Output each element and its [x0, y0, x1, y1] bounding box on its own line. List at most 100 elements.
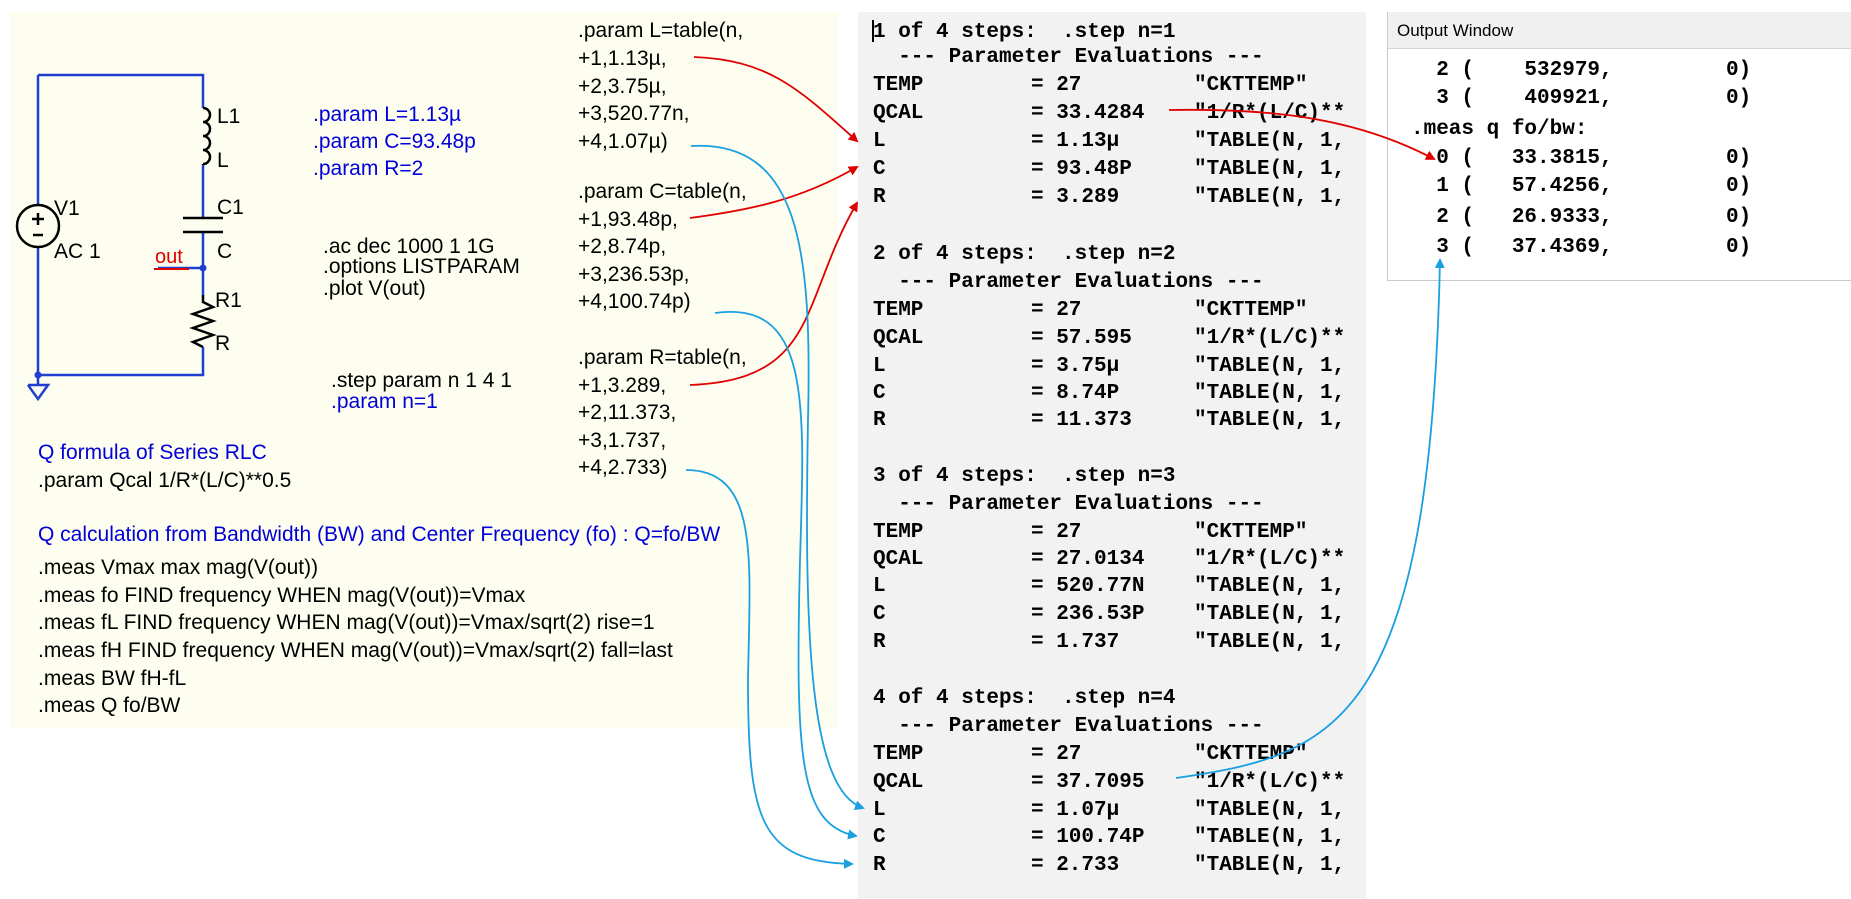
- output-line: 2 ( 26.9333, 0): [1411, 206, 1752, 229]
- step-subheader: --- Parameter Evaluations ---: [873, 46, 1264, 69]
- table-c-line: +3,236.53p,: [578, 263, 690, 286]
- param-l-directive[interactable]: .param L=1.13µ: [313, 103, 462, 126]
- param-name: R: [873, 186, 886, 209]
- output-window-titlebar[interactable]: Output Window: [1388, 12, 1851, 49]
- param-expr: "TABLE(N, 1,: [1194, 575, 1346, 598]
- q-calc-comment[interactable]: Q calculation from Bandwidth (BW) and Ce…: [38, 523, 721, 546]
- param-value: = 11.373: [1031, 409, 1132, 432]
- param-name: C: [873, 826, 886, 849]
- table-l-line: +2,3.75µ,: [578, 75, 667, 98]
- step-header: 1 of 4 steps: .step n=1: [873, 21, 1176, 44]
- table-r-line: .param R=table(n,: [578, 346, 747, 369]
- plot-directive[interactable]: .plot V(out): [323, 277, 426, 300]
- step-subheader: --- Parameter Evaluations ---: [873, 493, 1264, 516]
- param-expr: "TABLE(N, 1,: [1194, 799, 1346, 822]
- net-label-out: out: [155, 246, 183, 268]
- q-formula-comment[interactable]: Q formula of Series RLC: [38, 441, 267, 464]
- options-directive[interactable]: .options LISTPARAM: [323, 255, 520, 278]
- param-expr: "CKTTEMP": [1194, 743, 1308, 766]
- param-expr: "TABLE(N, 1,: [1194, 603, 1346, 626]
- ac-directive[interactable]: .ac dec 1000 1 1G: [323, 235, 495, 258]
- param-name: QCAL: [873, 102, 924, 125]
- output-window[interactable]: Output Window: [1387, 12, 1851, 281]
- junction-out: [199, 264, 207, 272]
- param-c-directive[interactable]: .param C=93.48p: [313, 130, 476, 153]
- param-value: = 3.289: [1031, 186, 1120, 209]
- log-text-cursor: [872, 20, 874, 42]
- meas-line: .meas Q fo/BW: [38, 694, 181, 717]
- resistor-r1: [189, 295, 217, 349]
- voltage-source-v1: [15, 203, 61, 249]
- meas-line: .meas fo FIND frequency WHEN mag(V(out))…: [38, 584, 526, 607]
- param-value: = 27.0134: [1031, 548, 1145, 571]
- output-line: 1 ( 57.4256, 0): [1411, 175, 1752, 198]
- param-value: = 8.74P: [1031, 382, 1120, 405]
- param-expr: "1/R*(L/C)**: [1194, 771, 1346, 794]
- step-subheader: --- Parameter Evaluations ---: [873, 271, 1264, 294]
- param-expr: "TABLE(N, 1,: [1194, 382, 1346, 405]
- param-value: = 33.4284: [1031, 102, 1145, 125]
- param-r-directive[interactable]: .param R=2: [313, 157, 424, 180]
- step-header: 4 of 4 steps: .step n=4: [873, 687, 1176, 710]
- label-c1: C1: [217, 196, 244, 219]
- param-value: = 100.74P: [1031, 826, 1145, 849]
- param-name: L: [873, 355, 886, 378]
- param-value: = 236.53P: [1031, 603, 1145, 626]
- label-l1: L1: [217, 105, 241, 128]
- step-subheader: --- Parameter Evaluations ---: [873, 715, 1264, 738]
- label-r: R: [215, 332, 231, 355]
- meas-line: .meas BW fH-fL: [38, 667, 187, 690]
- label-v1: V1: [54, 197, 80, 220]
- table-r-line: +4,2.733): [578, 456, 668, 479]
- step-directive[interactable]: .step param n 1 4 1: [331, 369, 512, 392]
- junction-ground: [34, 371, 42, 379]
- qcal-param-directive[interactable]: .param Qcal 1/R*(L/C)**0.5: [38, 469, 292, 492]
- param-value: = 1.737: [1031, 631, 1120, 654]
- meas-line: .meas Vmax max mag(V(out)): [38, 556, 319, 579]
- table-l-line: .param L=table(n,: [578, 19, 744, 42]
- param-name: R: [873, 854, 886, 877]
- label-ac1: AC 1: [54, 240, 101, 263]
- table-c-line: .param C=table(n,: [578, 180, 747, 203]
- table-r-line: +3,1.737,: [578, 429, 667, 452]
- table-c-line: +2,8.74p,: [578, 235, 667, 258]
- step-header: 3 of 4 steps: .step n=3: [873, 465, 1176, 488]
- param-value: = 27: [1031, 74, 1082, 97]
- param-n-directive[interactable]: .param n=1: [331, 390, 438, 413]
- param-expr: "TABLE(N, 1,: [1194, 158, 1346, 181]
- inductor-l1: [201, 106, 212, 166]
- output-window-title: Output Window: [1397, 21, 1514, 40]
- wire-top: [38, 73, 205, 108]
- table-c-line: +1,93.48p,: [578, 208, 678, 231]
- param-value: = 27: [1031, 743, 1082, 766]
- param-name: C: [873, 382, 886, 405]
- param-expr: "TABLE(N, 1,: [1194, 826, 1346, 849]
- param-value: = 93.48P: [1031, 158, 1132, 181]
- output-meas-header: .meas q fo/bw:: [1411, 118, 1588, 141]
- param-value: = 37.7095: [1031, 771, 1145, 794]
- output-line: 2 ( 532979, 0): [1411, 59, 1752, 82]
- param-expr: "CKTTEMP": [1194, 74, 1308, 97]
- output-line: 0 ( 33.3815, 0): [1411, 147, 1752, 170]
- param-expr: "TABLE(N, 1,: [1194, 355, 1346, 378]
- table-l-line: +4,1.07µ): [578, 130, 668, 153]
- param-expr: "TABLE(N, 1,: [1194, 409, 1346, 432]
- param-value: = 27: [1031, 299, 1082, 322]
- param-name: QCAL: [873, 548, 924, 571]
- param-expr: "TABLE(N, 1,: [1194, 130, 1346, 153]
- param-name: QCAL: [873, 771, 924, 794]
- output-line: 3 ( 409921, 0): [1411, 87, 1752, 110]
- label-l: L: [217, 149, 229, 172]
- param-name: C: [873, 603, 886, 626]
- param-expr: "CKTTEMP": [1194, 299, 1308, 322]
- param-value: = 1.13µ: [1031, 130, 1120, 153]
- param-name: C: [873, 158, 886, 181]
- param-name: TEMP: [873, 299, 924, 322]
- table-l-line: +3,520.77n,: [578, 102, 690, 125]
- table-c-line: +4,100.74p): [578, 290, 691, 313]
- param-expr: "TABLE(N, 1,: [1194, 186, 1346, 209]
- step-header: 2 of 4 steps: .step n=2: [873, 243, 1176, 266]
- param-value: = 2.733: [1031, 854, 1120, 877]
- param-name: R: [873, 631, 886, 654]
